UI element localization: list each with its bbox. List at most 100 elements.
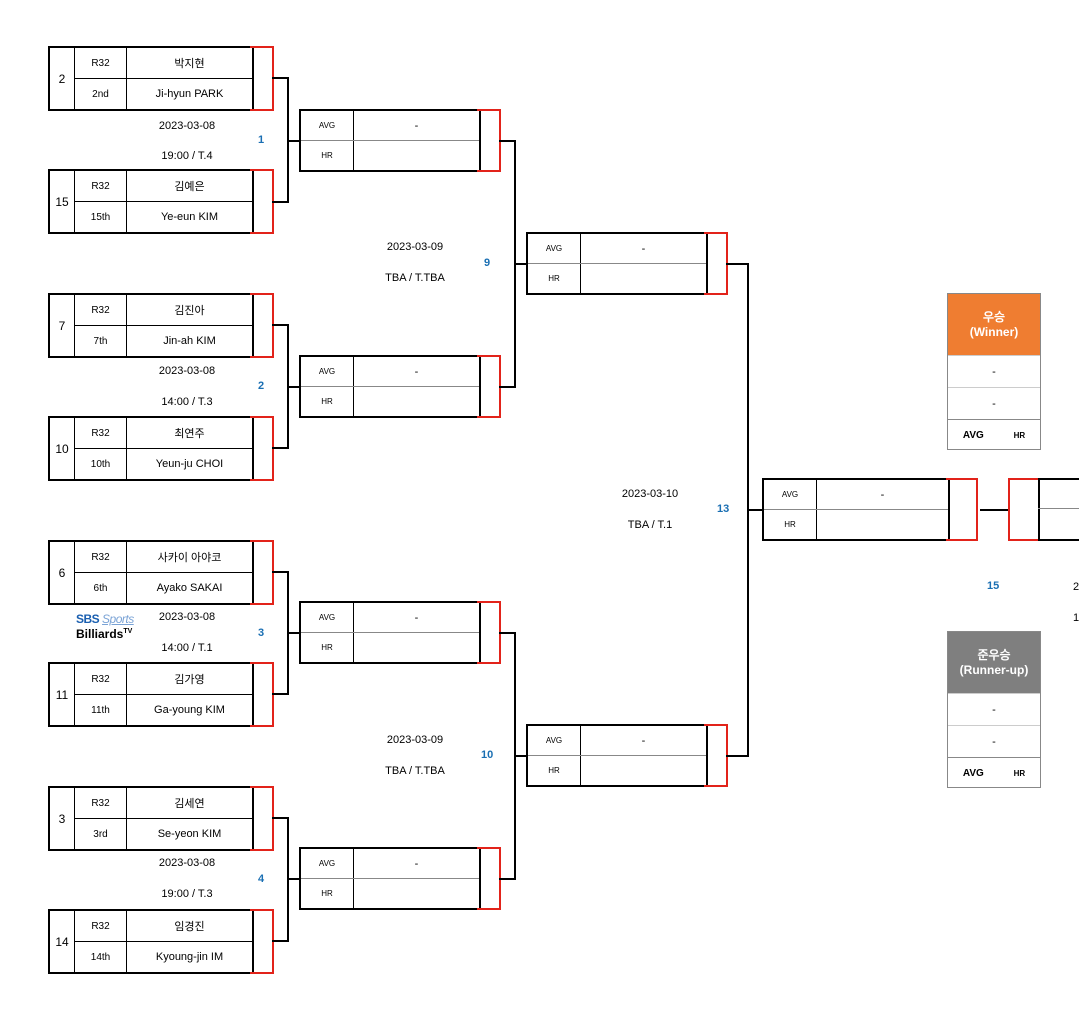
avg-label: AVG	[301, 849, 354, 878]
rank-label: 6th	[75, 573, 127, 603]
player-card: 3 R32 김세연 3rd Se-yeon KIM	[48, 786, 274, 851]
score-box	[704, 724, 728, 787]
round-label: R32	[75, 911, 127, 941]
score-box	[477, 109, 501, 172]
round-label: R32	[75, 171, 127, 201]
match-number: 10	[481, 749, 494, 761]
rank-label: 7th	[75, 326, 127, 356]
hr-label: HR	[1013, 768, 1026, 778]
player-name-english: Se-yeon KIM	[157, 828, 222, 840]
score-box	[250, 540, 274, 605]
winner-value-2: -	[948, 387, 1040, 419]
seed-number: 11	[50, 664, 75, 725]
avg-label: AVG	[301, 357, 354, 386]
score-box	[946, 478, 978, 541]
round-label: R32	[75, 295, 127, 325]
winner-subtitle: (Winner)	[969, 324, 1019, 339]
sbs-sports-billiards-logo: SBS Sports BilliardsTV	[76, 612, 156, 652]
player-name-korean: 김가영	[174, 674, 205, 686]
hr-label: HR	[301, 387, 354, 416]
score-box	[477, 601, 501, 664]
player-name-english: Ayako SAKAI	[156, 582, 223, 594]
player-name-english: Kyoung-jin IM	[155, 951, 224, 963]
match-number: 15	[987, 580, 1000, 592]
hr-label: HR	[528, 756, 581, 785]
match-box: AVG - HR	[526, 724, 728, 787]
runnerup-subtitle: (Runner-up)	[959, 662, 1029, 677]
match-number: 1	[258, 134, 265, 146]
match-number: 3	[258, 627, 265, 639]
score-box	[250, 662, 274, 727]
round-label: R32	[75, 48, 127, 78]
rank-label: 15th	[75, 202, 127, 232]
score-box	[250, 293, 274, 358]
avg-label: AVG	[962, 429, 984, 441]
match-time: 19:00 / T.3	[161, 888, 213, 900]
match-score: -	[641, 242, 646, 255]
match-date: 2023-03-08	[158, 857, 216, 869]
logo-sports: Sports	[102, 612, 134, 626]
player-card: 15 R32 김예은 15th Ye-eun KIM	[48, 169, 274, 234]
avg-label: AVG	[301, 111, 354, 140]
player-name-english: Yeun-ju CHOI	[155, 458, 224, 470]
logo-brand: SBS	[76, 612, 100, 626]
player-name-english: Jin-ah KIM	[163, 335, 216, 347]
seed-number: 6	[50, 542, 75, 603]
match-date: 2023-03-08	[158, 365, 216, 377]
avg-label: AVG	[528, 234, 581, 263]
score-box	[1008, 478, 1038, 541]
player-name-korean: 김예은	[174, 181, 205, 193]
hr-label: HR	[528, 264, 581, 293]
winner-value-1: -	[948, 355, 1040, 387]
logo-tv: TV	[123, 628, 133, 635]
avg-label: AVG	[301, 603, 354, 632]
match-time-cut: 1	[1073, 612, 1079, 624]
player-card: 10 R32 최연주 10th Yeun-ju CHOI	[48, 416, 274, 481]
score-box	[250, 786, 274, 851]
round-label: R32	[75, 788, 127, 818]
match-date-cut: 2	[1073, 581, 1079, 593]
score-box	[250, 169, 274, 234]
avg-label: AVG	[528, 726, 581, 755]
match-time: TBA / T.TBA	[385, 765, 445, 777]
match-date: 2023-03-09	[386, 734, 444, 746]
match-number: 2	[258, 380, 265, 392]
player-name-korean: 박지현	[174, 58, 205, 70]
hr-label: HR	[301, 141, 354, 170]
final-match-box	[1008, 478, 1079, 541]
player-name-english: Ga-young KIM	[154, 704, 225, 716]
winner-box: 우승 (Winner) - - AVG HR	[947, 293, 1041, 450]
runnerup-title: 준우승	[977, 647, 1011, 662]
match-box: AVG - HR	[299, 355, 501, 418]
runnerup-header: 준우승 (Runner-up)	[948, 632, 1040, 693]
avg-label: AVG	[962, 767, 984, 779]
match-date: 2023-03-08	[158, 611, 216, 623]
match-box: AVG - HR	[526, 232, 728, 295]
player-card: 14 R32 임경진 14th Kyoung-jin IM	[48, 909, 274, 974]
runnerup-value-2: -	[948, 725, 1040, 757]
player-name-korean: 사카이 아야코	[157, 552, 222, 564]
runnerup-box: 준우승 (Runner-up) - - AVG HR	[947, 631, 1041, 788]
seed-number: 14	[50, 911, 75, 972]
match-date: 2023-03-08	[158, 120, 216, 132]
score-box	[250, 416, 274, 481]
match-time: 14:00 / T.3	[161, 396, 213, 408]
score-box	[704, 232, 728, 295]
match-date: 2023-03-09	[386, 241, 444, 253]
match-number: 13	[717, 503, 730, 515]
match-score: -	[414, 119, 419, 132]
rank-label: 14th	[75, 942, 127, 972]
hr-label: HR	[1013, 430, 1026, 440]
runnerup-value-1: -	[948, 693, 1040, 725]
winner-title: 우승	[982, 309, 1006, 324]
hr-label: HR	[301, 879, 354, 908]
player-name-korean: 최연주	[174, 428, 205, 440]
match-box: AVG - HR	[299, 109, 501, 172]
rank-label: 11th	[75, 695, 127, 725]
seed-number: 7	[50, 295, 75, 356]
seed-number: 10	[50, 418, 75, 479]
seed-number: 15	[50, 171, 75, 232]
round-label: R32	[75, 542, 127, 572]
score-box	[477, 355, 501, 418]
match-number: 4	[258, 873, 265, 885]
